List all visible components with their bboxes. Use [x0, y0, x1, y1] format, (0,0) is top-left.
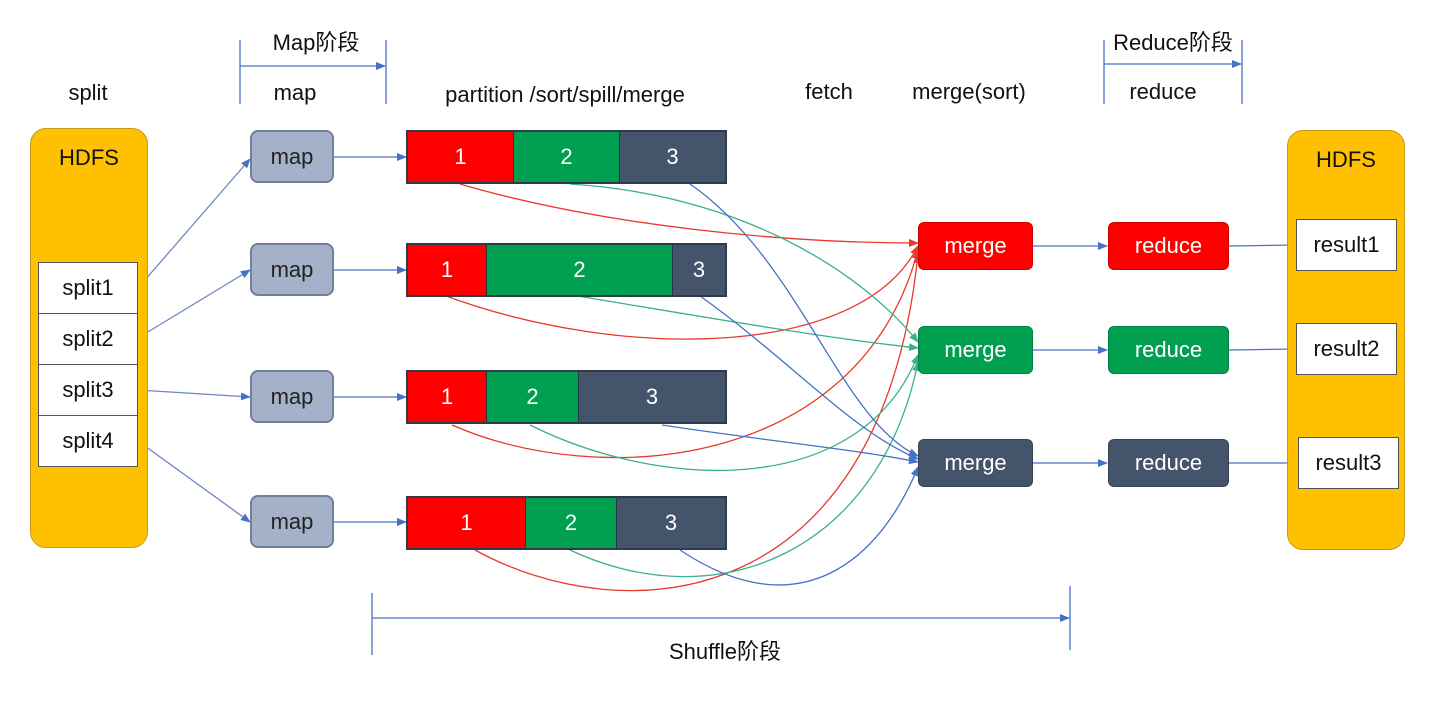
map-column-label: map	[273, 80, 317, 105]
partition-bar: 1 2 3	[406, 370, 727, 424]
partition-segment-slate: 3	[579, 372, 725, 422]
partition-segment-red: 1	[408, 132, 514, 182]
result-box: result3	[1298, 437, 1399, 489]
reduce-column-label: reduce	[1129, 79, 1197, 104]
merge-to-reduce-arrows	[1033, 242, 1108, 467]
partition-bar: 1 2 3	[406, 243, 727, 297]
result-box: result2	[1296, 323, 1397, 375]
partition-segment-red: 1	[408, 498, 526, 548]
split-box: split1	[38, 262, 138, 314]
partition-segment-red: 1	[408, 245, 487, 295]
merge-box-green: merge	[918, 326, 1033, 374]
merge-sort-label: merge(sort)	[912, 79, 1026, 104]
fetch-label: fetch	[805, 79, 853, 104]
map-task-box: map	[250, 495, 334, 548]
partition-segment-slate: 3	[620, 132, 725, 182]
partition-segment-slate: 3	[673, 245, 725, 295]
map-stage-label: Map阶段	[272, 30, 360, 55]
map-stage-bracket	[239, 40, 387, 104]
map-to-partition-arrows	[334, 153, 407, 526]
reduce-box-slate: reduce	[1108, 439, 1229, 487]
shuffle-stage-bracket	[371, 586, 1071, 655]
reduce-to-result-arrows	[1228, 241, 1299, 467]
shuffle-stage-label: Shuffle阶段	[668, 639, 782, 664]
partition-bar: 1 2 3	[406, 496, 727, 550]
partition-bar: 1 2 3	[406, 130, 727, 184]
partition-column-label: partition /sort/spill/merge	[445, 82, 685, 107]
reduce-stage-label: Reduce阶段	[1113, 30, 1233, 55]
result-box: result1	[1296, 219, 1397, 271]
partition-segment-green: 2	[487, 372, 579, 422]
hdfs-input-title: HDFS	[59, 145, 119, 170]
partition-segment-green: 2	[514, 132, 620, 182]
split-box: split4	[38, 415, 138, 467]
map-task-box: map	[250, 243, 334, 296]
partition-segment-slate: 3	[617, 498, 725, 548]
map-task-box: map	[250, 370, 334, 423]
hdfs-output-title: HDFS	[1316, 147, 1376, 172]
split-column-label: split	[68, 80, 108, 105]
shuffle-red-curves	[445, 183, 922, 592]
partition-segment-red: 1	[408, 372, 487, 422]
partition-segment-green: 2	[526, 498, 617, 548]
shuffle-green-curves	[529, 183, 921, 578]
partition-segment-green: 2	[487, 245, 673, 295]
split-to-map-arrows	[137, 158, 251, 523]
merge-box-slate: merge	[918, 439, 1033, 487]
reduce-box-green: reduce	[1108, 326, 1229, 374]
map-task-box: map	[250, 130, 334, 183]
shuffle-slate-curves	[661, 183, 919, 586]
split-box: split3	[38, 364, 138, 416]
reduce-stage-bracket	[1103, 40, 1243, 104]
merge-box-red: merge	[918, 222, 1033, 270]
reduce-box-red: reduce	[1108, 222, 1229, 270]
split-box: split2	[38, 313, 138, 365]
